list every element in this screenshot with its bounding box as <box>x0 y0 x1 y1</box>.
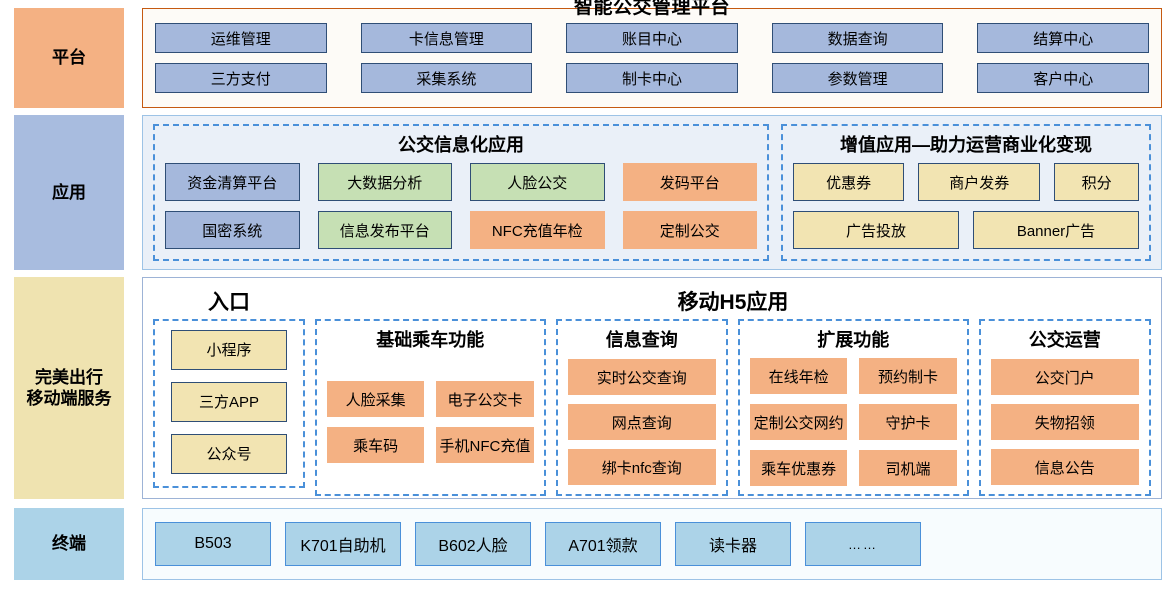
platform-title: 智能公交管理平台 <box>573 0 730 18</box>
mobile-chip[interactable]: 在线年检 <box>750 358 848 394</box>
mobile-row-label-line2: 移动端服务 <box>26 389 112 408</box>
application-chip[interactable]: 积分 <box>1054 163 1139 201</box>
mobile-chip[interactable]: 信息公告 <box>990 449 1139 485</box>
mobile-chip[interactable]: 绑卡nfc查询 <box>567 449 716 485</box>
mobile-group-basic-ride: 基础乘车功能 人脸采集 电子公交卡 乘车码 手机NFC充值 <box>315 319 546 496</box>
terminal-panel: B503 K701自助机 B602人脸 A701领款 读卡器 …… <box>142 508 1162 580</box>
terminal-chip[interactable]: K701自助机 <box>285 522 401 566</box>
platform-chip[interactable]: 结算中心 <box>977 23 1149 53</box>
mobile-row-label-line1: 完美出行 <box>35 367 103 387</box>
platform-chip[interactable]: 制卡中心 <box>566 63 738 93</box>
platform-chip[interactable]: 采集系统 <box>360 63 533 93</box>
mobile-chip[interactable]: 手机NFC充值 <box>436 427 534 463</box>
mobile-chip[interactable]: 乘车优惠券 <box>750 450 848 486</box>
application-group-valueadded: 增值应用—助力运营商业化变现 优惠券 商户发券 积分 广告投放 Banner广告 <box>781 124 1151 261</box>
platform-chip[interactable]: 客户中心 <box>977 63 1149 93</box>
application-row-label: 应用 <box>14 115 124 270</box>
mobile-chip[interactable]: 实时公交查询 <box>567 359 716 395</box>
mobile-panel: 入口 小程序 三方APP 公众号 移动H5应用 基础乘车功能 人脸采集 <box>142 277 1162 499</box>
platform-panel: 智能公交管理平台 运维管理 卡信息管理 账目中心 数据查询 结算中心 三方支付 … <box>142 0 1162 108</box>
terminal-chip[interactable]: B503 <box>155 522 271 566</box>
group-title: 信息查询 <box>605 330 678 350</box>
platform-chip[interactable]: 参数管理 <box>771 63 944 93</box>
mobile-main-title: 移动H5应用 <box>677 291 789 314</box>
mobile-chip-grid: 人脸采集 电子公交卡 乘车码 手机NFC充值 <box>327 358 534 486</box>
valueadded-row-2: 广告投放 Banner广告 <box>793 211 1139 249</box>
entry-group: 小程序 三方APP 公众号 <box>153 319 305 488</box>
mobile-main-column: 移动H5应用 基础乘车功能 人脸采集 电子公交卡 乘车码 手机NFC充值 信息查… <box>315 284 1151 496</box>
application-chip[interactable]: Banner广告 <box>973 211 1139 249</box>
platform-chip[interactable]: 三方支付 <box>155 63 327 93</box>
application-chip[interactable]: 发码平台 <box>622 163 757 201</box>
group-title: 增值应用—助力运营商业化变现 <box>840 135 1092 155</box>
group-title: 基础乘车功能 <box>376 330 485 350</box>
group-title: 公交运营 <box>1028 330 1101 350</box>
mobile-entry-column: 入口 小程序 三方APP 公众号 <box>153 284 305 488</box>
mobile-chip[interactable]: 人脸采集 <box>327 381 425 417</box>
mobile-chip[interactable]: 网点查询 <box>567 404 716 440</box>
terminal-chip[interactable]: B602人脸 <box>415 522 531 566</box>
mobile-row: 完美出行 移动端服务 入口 小程序 三方APP 公众号 移动H5应用 <box>0 277 1176 499</box>
terminal-chip-more[interactable]: …… <box>805 522 921 566</box>
platform-chip-grid: 运维管理 卡信息管理 账目中心 数据查询 结算中心 三方支付 采集系统 制卡中心… <box>155 23 1149 93</box>
platform-row: 平台 智能公交管理平台 运维管理 卡信息管理 账目中心 数据查询 结算中心 三方… <box>0 0 1176 108</box>
application-chip[interactable]: 资金清算平台 <box>165 163 300 201</box>
mobile-chip-grid: 实时公交查询 网点查询 绑卡nfc查询 <box>567 358 716 486</box>
terminal-chip[interactable]: 读卡器 <box>675 522 791 566</box>
valueadded-row-1: 优惠券 商户发券 积分 <box>793 163 1139 201</box>
mobile-group-information-query: 信息查询 实时公交查询 网点查询 绑卡nfc查询 <box>555 319 728 496</box>
mobile-chip[interactable]: 乘车码 <box>327 427 425 463</box>
entry-chip[interactable]: 小程序 <box>171 329 287 370</box>
group-title: 公交信息化应用 <box>398 135 524 155</box>
group-title: 扩展功能 <box>817 330 890 350</box>
application-chip[interactable]: 信息发布平台 <box>317 211 452 249</box>
entry-chip-list: 小程序 三方APP 公众号 <box>165 325 293 478</box>
mobile-chip[interactable]: 失物招领 <box>990 404 1139 440</box>
mobile-chip-grid: 公交门户 失物招领 信息公告 <box>990 358 1139 486</box>
terminal-row: 终端 B503 K701自助机 B602人脸 A701领款 读卡器 …… <box>0 508 1176 580</box>
platform-chip[interactable]: 账目中心 <box>566 23 738 53</box>
mobile-group-bus-operation: 公交运营 公交门户 失物招领 信息公告 <box>978 319 1151 496</box>
application-chip[interactable]: 商户发券 <box>918 163 1041 201</box>
application-group-informatization: 公交信息化应用 资金清算平台 大数据分析 人脸公交 发码平台 国密系统 信息发布… <box>153 124 769 261</box>
application-chip[interactable]: 国密系统 <box>165 211 300 249</box>
application-chip-grid: 资金清算平台 大数据分析 人脸公交 发码平台 国密系统 信息发布平台 NFC充值… <box>165 163 757 249</box>
mobile-group-container: 基础乘车功能 人脸采集 电子公交卡 乘车码 手机NFC充值 信息查询 实时公交查… <box>315 319 1151 496</box>
platform-chip[interactable]: 运维管理 <box>155 23 327 53</box>
platform-chip[interactable]: 卡信息管理 <box>360 23 533 53</box>
application-row: 应用 公交信息化应用 资金清算平台 大数据分析 人脸公交 发码平台 国密系统 信… <box>0 115 1176 270</box>
entry-chip[interactable]: 公众号 <box>171 433 287 474</box>
application-chip[interactable]: NFC充值年检 <box>470 211 605 249</box>
mobile-chip[interactable]: 守护卡 <box>859 404 957 440</box>
platform-chip[interactable]: 数据查询 <box>771 23 944 53</box>
application-chip[interactable]: 人脸公交 <box>470 163 605 201</box>
mobile-chip-grid: 在线年检 预约制卡 定制公交网约 守护卡 乘车优惠券 司机端 <box>750 358 957 486</box>
mobile-chip[interactable]: 司机端 <box>859 450 957 486</box>
terminal-chip[interactable]: A701领款 <box>545 522 661 566</box>
mobile-chip[interactable]: 定制公交网约 <box>750 404 848 440</box>
entry-chip[interactable]: 三方APP <box>171 381 287 422</box>
application-panel: 公交信息化应用 资金清算平台 大数据分析 人脸公交 发码平台 国密系统 信息发布… <box>142 115 1162 270</box>
application-chip[interactable]: 定制公交 <box>622 211 757 249</box>
application-chip[interactable]: 广告投放 <box>793 211 959 249</box>
entry-title: 入口 <box>208 291 250 314</box>
application-chip[interactable]: 大数据分析 <box>317 163 452 201</box>
mobile-chip[interactable]: 公交门户 <box>990 359 1139 395</box>
mobile-group-extended: 扩展功能 在线年检 预约制卡 定制公交网约 守护卡 乘车优惠券 司机端 <box>738 319 969 496</box>
application-chip[interactable]: 优惠券 <box>793 163 905 201</box>
mobile-row-label: 完美出行 移动端服务 <box>14 277 124 499</box>
mobile-chip[interactable]: 电子公交卡 <box>436 381 534 417</box>
mobile-chip[interactable]: 预约制卡 <box>859 358 957 394</box>
terminal-row-label: 终端 <box>14 508 124 580</box>
platform-row-label: 平台 <box>14 8 124 108</box>
